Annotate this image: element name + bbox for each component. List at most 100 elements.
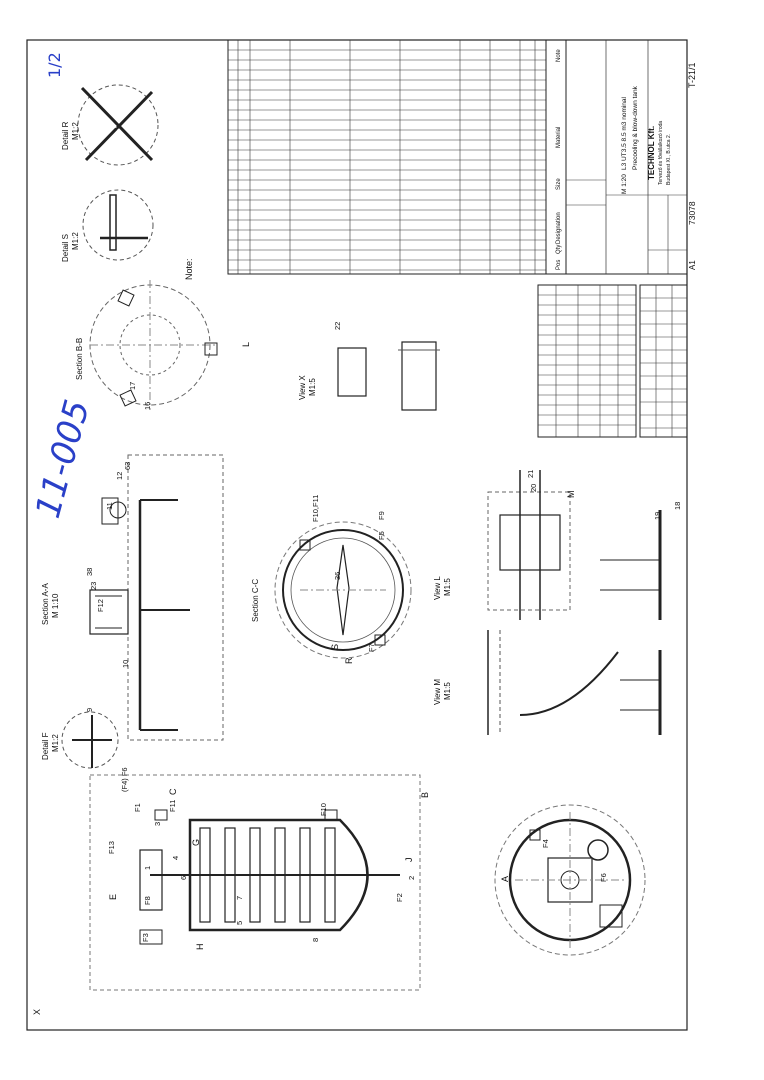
parts-list-table: Pos Qty Designation Size Material Note xyxy=(227,39,567,275)
position-callout: 9 xyxy=(85,708,94,712)
view-l-title: View L xyxy=(433,576,442,600)
drawing-frame xyxy=(26,39,688,1031)
section-mark: C xyxy=(168,788,178,795)
parts-header-material: Material xyxy=(556,127,562,148)
detail-s-view: Detail S M1:2 xyxy=(61,189,154,262)
position-callout: 63 xyxy=(123,462,132,470)
position-callout: 2 xyxy=(407,876,416,880)
view-l: View L M1:5 xyxy=(433,470,662,620)
section-bb-title: Section B-B xyxy=(75,338,84,380)
section-mark: A xyxy=(500,876,510,882)
flange-callout: F6 xyxy=(599,873,608,882)
section-mark: H xyxy=(195,944,205,951)
flange-callout: F5 xyxy=(377,531,386,540)
flange-callout: F4 xyxy=(541,839,550,848)
section-mark: J xyxy=(404,858,414,863)
detail-r-scale: M1:2 xyxy=(71,122,80,140)
tank-baffle xyxy=(249,827,261,923)
section-bb-view: Section B-B xyxy=(75,280,218,410)
title-line-2: Precooling & blow-down tank xyxy=(632,85,639,170)
view-x-title: View X xyxy=(298,375,307,400)
position-callout: 18 xyxy=(673,502,682,510)
detail-s-scale: M1:2 xyxy=(71,232,80,250)
position-callout: 12 xyxy=(115,472,124,480)
flange-callout: F7 xyxy=(367,643,376,652)
drawing-scale: M 1:20 xyxy=(621,174,628,194)
position-callout: 1 xyxy=(143,866,152,870)
detail-f-view: Detail F M1:2 xyxy=(41,711,119,769)
handwritten-page-number: 1/2 xyxy=(45,52,64,78)
section-aa-view: Section A-A M 1:10 xyxy=(41,454,224,741)
section-mark: L xyxy=(241,342,251,347)
section-mark: B xyxy=(420,792,430,798)
detail-r-view: Detail R M1:2 xyxy=(61,84,159,166)
position-callout: 5 xyxy=(235,921,244,925)
position-callout: 19 xyxy=(653,512,662,520)
flange-callout: F3 xyxy=(141,933,150,942)
position-callout: 17 xyxy=(128,382,137,390)
main-tank-view xyxy=(89,774,421,991)
position-callout: 4 xyxy=(171,856,180,860)
view-l-scale: M1:5 xyxy=(443,578,452,596)
view-m-scale: M1:5 xyxy=(443,682,452,700)
position-callout: 3 xyxy=(153,822,162,826)
sheet-size: A1 xyxy=(688,260,697,270)
detail-r-title: Detail R xyxy=(61,121,70,150)
company-address-1: Tervező és fővállalkozó iroda xyxy=(658,121,664,185)
detail-f-scale: M1:2 xyxy=(51,734,60,752)
position-callout: 16 xyxy=(143,402,152,410)
flange-callout: F10 xyxy=(319,803,328,816)
position-callout: 38 xyxy=(85,568,94,576)
tank-baffle xyxy=(324,827,336,923)
parts-header-qty: Qty xyxy=(556,245,562,254)
position-callout: 8 xyxy=(311,938,320,942)
position-callout: 36 xyxy=(333,572,342,580)
section-mark: X xyxy=(32,1009,42,1015)
note-label: Note: xyxy=(184,258,194,280)
view-x-scale: M1:5 xyxy=(308,378,317,396)
view-x: View X M1:5 xyxy=(298,341,440,411)
revision-table xyxy=(537,284,637,438)
flange-callout: F9 xyxy=(377,511,386,520)
tank-baffle xyxy=(199,827,211,923)
flange-callout: F10,F11 xyxy=(311,495,320,522)
flange-callout: F8 xyxy=(143,896,152,905)
approval-table xyxy=(639,284,688,438)
parts-header-note: Note xyxy=(556,49,562,62)
tank-end-view xyxy=(494,804,646,956)
tank-baffle xyxy=(274,827,286,923)
view-m: View M M1:5 xyxy=(433,630,662,735)
title-block: L3 UT3.5 8.5 m3 nominal Precooling & blo… xyxy=(565,39,697,275)
section-mark: R xyxy=(344,657,354,664)
company-address-2: Budapest XI., B.utca 2. xyxy=(666,134,672,185)
section-cc-title: Section C-C xyxy=(251,579,260,622)
tank-baffle xyxy=(299,827,311,923)
position-callout: 22 xyxy=(333,322,342,330)
section-cc-view: Section C-C xyxy=(251,521,412,659)
parts-header-size: Size xyxy=(556,178,562,190)
drawing-number: 73078 xyxy=(687,201,697,225)
detail-s-title: Detail S xyxy=(61,234,70,262)
flange-callout: F11 xyxy=(168,800,177,812)
flange-callout: F2 xyxy=(395,893,404,902)
section-aa-title: Section A-A xyxy=(41,583,50,625)
section-aa-scale: M 1:10 xyxy=(51,593,60,618)
position-callout: 6 xyxy=(179,876,188,880)
section-mark: E xyxy=(108,894,118,900)
parts-header-designation: Designation xyxy=(556,212,562,244)
tank-baffle xyxy=(224,827,236,923)
flange-callout: (F4) F6 xyxy=(120,767,129,792)
position-callout: 21 xyxy=(526,470,535,478)
sheet-code: T-21/1 xyxy=(687,62,697,88)
parts-header-pos: Pos xyxy=(556,260,562,270)
position-callout: 11 xyxy=(105,502,114,510)
handwritten-drawing-ref: 11-005 xyxy=(28,396,98,523)
flange-callout: F13 xyxy=(107,841,116,854)
section-mark: S xyxy=(330,644,340,650)
position-callout: 10 xyxy=(121,660,130,668)
position-callout: 23 xyxy=(89,582,98,590)
company-name: TECHNOL Kft. xyxy=(647,126,656,180)
detail-f-title: Detail F xyxy=(41,732,50,760)
flange-callout: F12 xyxy=(96,599,105,612)
